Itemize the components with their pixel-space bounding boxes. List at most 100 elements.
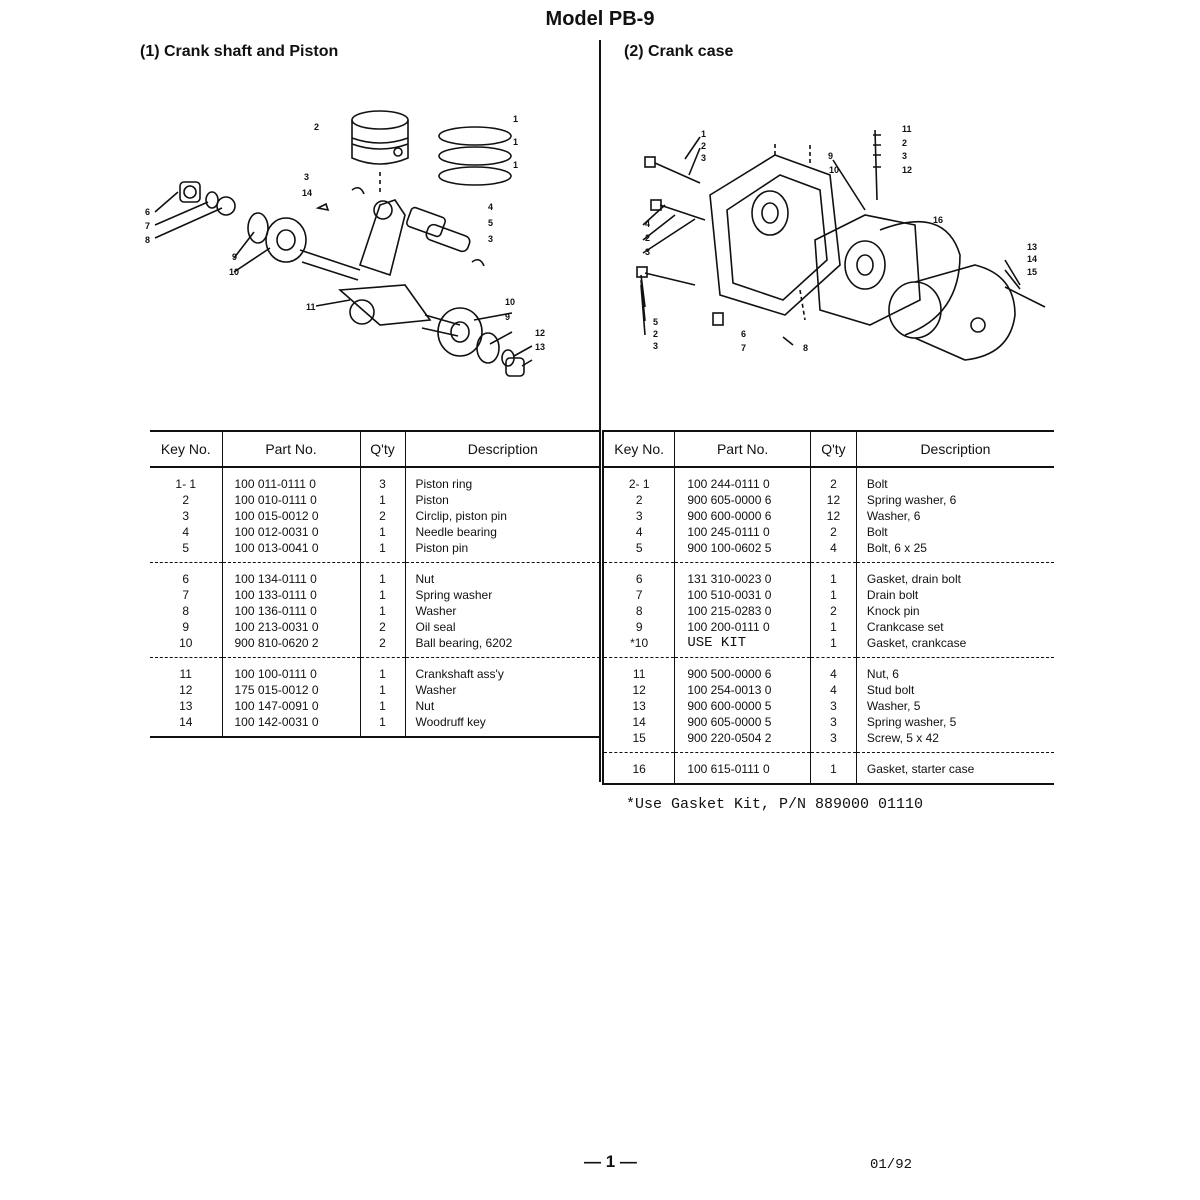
part-no: 100 010-0111 0	[221, 492, 360, 508]
key-no: 1- 1	[175, 477, 197, 491]
description: Washer	[404, 603, 600, 619]
key-no: 2	[182, 493, 190, 507]
part-no: 100 213-0031 0	[221, 619, 360, 635]
key-no: 6	[602, 562, 675, 587]
part-no: 131 310-0023 0	[674, 562, 811, 587]
description: Circlip, piston pin	[404, 508, 600, 524]
callout: 12	[902, 165, 912, 175]
part-no: 100 100-0111 0	[221, 657, 360, 682]
description: Oil seal	[404, 619, 600, 635]
qty: 2	[809, 524, 857, 540]
qty: 1	[359, 714, 405, 738]
qty: 12	[809, 508, 857, 524]
crankshaft-piston-diagram: 1 1 1 2 3 14 4 5 3 6 7 8 9 10 11 10 9 12…	[145, 110, 545, 377]
part-no: 900 605-0000 6	[674, 492, 811, 508]
key-no: 16	[602, 752, 675, 785]
description: Needle bearing	[404, 524, 600, 540]
description: Screw, 5 x 42	[855, 730, 1054, 753]
key-no: 11	[602, 657, 675, 682]
part-no: 900 500-0000 6	[674, 657, 811, 682]
header-key-no: Key No.	[602, 430, 675, 468]
callout: 1	[513, 114, 518, 124]
header-qty: Q'ty	[359, 430, 405, 468]
key-no: 12	[179, 683, 193, 697]
description: Washer, 5	[855, 698, 1054, 714]
callout: 6	[741, 329, 746, 339]
description: Crankshaft ass'y	[404, 657, 600, 682]
description: Stud bolt	[855, 682, 1054, 698]
description: Ball bearing, 6202	[404, 635, 600, 658]
part-no: 175 015-0012 0	[221, 682, 360, 698]
key-no: 14	[602, 714, 675, 730]
diagram1-callouts: 1 1 1 2 3 14 4 5 3 6 7 8 9 10 11 10 9 12…	[145, 114, 545, 352]
description: Crankcase set	[855, 619, 1054, 635]
key-no: 2	[602, 492, 675, 508]
diagram2-callouts: 1 2 3 4 2 3 9 10 11 2 3 12 16 13 14 15 5…	[645, 124, 1037, 353]
description: Nut, 6	[855, 657, 1054, 682]
callout: 2	[701, 141, 706, 151]
key-no: 13	[179, 699, 193, 713]
key-no: 15	[602, 730, 675, 753]
part-no: 100 510-0031 0	[674, 587, 811, 603]
part-no: 900 600-0000 5	[674, 698, 811, 714]
part-no: 900 600-0000 6	[674, 508, 811, 524]
callout: 11	[306, 302, 316, 312]
callout: 9	[505, 312, 510, 322]
description: Washer, 6	[855, 508, 1054, 524]
key-no: 12	[602, 682, 675, 698]
qty: 1	[359, 540, 405, 563]
part-no: 100 215-0283 0	[674, 603, 811, 619]
key-no: 3	[182, 509, 190, 523]
key-no: 14	[150, 714, 222, 738]
callout: 8	[803, 343, 808, 353]
callout: 11	[902, 124, 912, 134]
key-no: 4	[602, 524, 675, 540]
callout: 14	[1027, 254, 1037, 264]
callout: 5	[653, 317, 658, 327]
table-header-row: Key No. Part No. Q'ty Description	[150, 430, 600, 468]
description: Gasket, drain bolt	[855, 562, 1054, 587]
callout: 10	[505, 297, 515, 307]
qty: 3	[359, 467, 405, 492]
callout: 7	[741, 343, 746, 353]
callout: 3	[653, 341, 658, 351]
qty: 12	[809, 492, 857, 508]
part-no: 100 011-0111 0	[221, 467, 360, 492]
description: Knock pin	[855, 603, 1054, 619]
callout: 9	[232, 252, 237, 262]
key-no: 7	[182, 588, 190, 602]
part-no: 100 244-0111 0	[674, 467, 811, 492]
header-part-no: Part No.	[221, 430, 360, 468]
callout: 3	[701, 153, 706, 163]
callout: 10	[829, 165, 839, 175]
part-no: 100 615-0111 0	[674, 752, 811, 785]
parts-table-crankshaft: Key No. Part No. Q'ty Description 1- 1 10…	[150, 430, 600, 738]
qty: 1	[809, 752, 857, 785]
callout: 13	[1027, 242, 1037, 252]
qty: 4	[809, 540, 857, 563]
part-no: 100 142-0031 0	[221, 714, 360, 738]
callout: 2	[653, 329, 658, 339]
callout: 13	[535, 342, 545, 352]
callout: 14	[302, 188, 312, 198]
key-no: 7	[602, 587, 675, 603]
key-no: *10	[602, 635, 675, 658]
